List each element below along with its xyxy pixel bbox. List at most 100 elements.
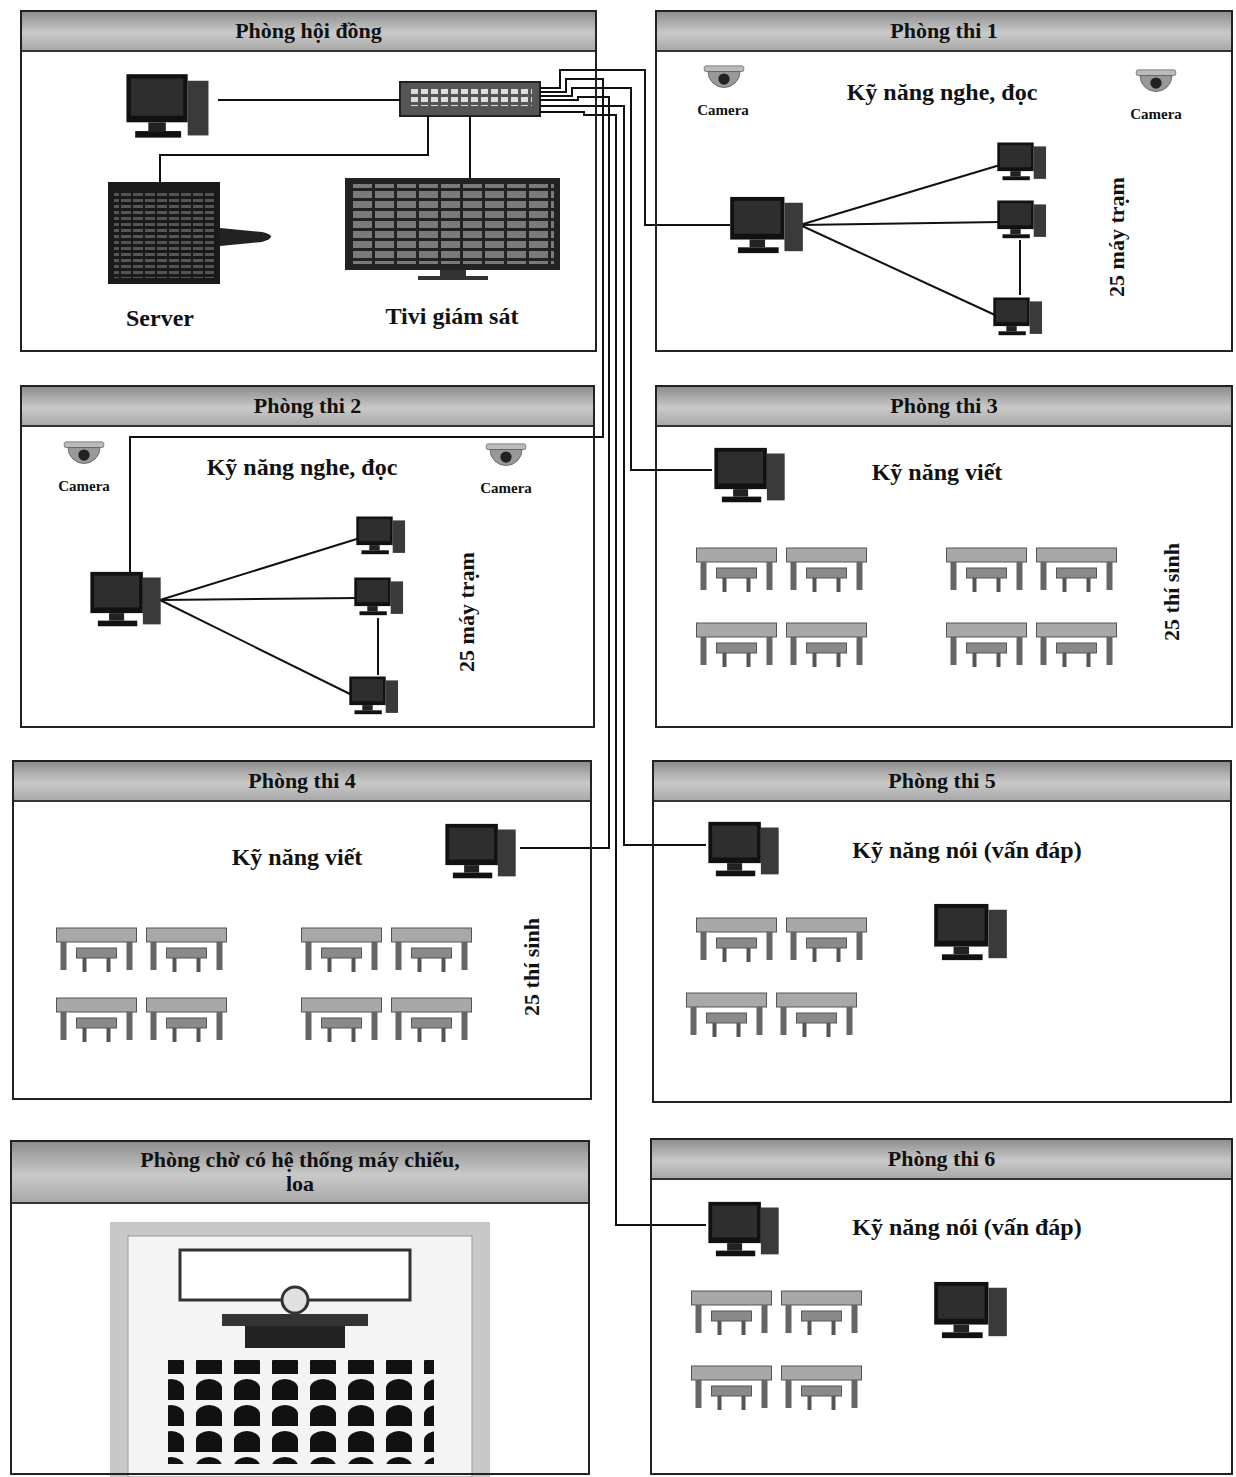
network-cable (596, 88, 656, 470)
audience-seats (168, 1360, 434, 1464)
room-header: Phòng thi 1 (657, 12, 1231, 52)
room-title: Phòng hội đồng (229, 17, 388, 45)
council-wires (160, 70, 597, 182)
server-icon (108, 182, 220, 284)
room-box: Phòng thi 1Kỹ năng nghe, đọc25 máy trạm (655, 10, 1233, 352)
room-header: Phòng thi 2 (22, 387, 593, 427)
desk-icon (697, 548, 867, 592)
tv-stand (440, 270, 466, 276)
room-title: Phòng thi 1 (884, 17, 1004, 45)
room3-wire (655, 469, 712, 471)
camera-icon (486, 444, 526, 466)
council-equipment (108, 70, 597, 284)
lectern (245, 1326, 345, 1348)
desk-icon (947, 548, 1117, 592)
desk-icon (57, 928, 227, 972)
waiting-room-picture (110, 1222, 490, 1477)
tv-grid (351, 184, 554, 264)
room-box: Phòng hội đồng (20, 10, 597, 352)
room-title: Phòng thi 6 (882, 1145, 1002, 1173)
server-door (220, 228, 271, 246)
camera-label: Camera (1130, 106, 1182, 123)
skill-text: Kỹ năng viết (872, 459, 1003, 486)
room3-equipment (655, 448, 1117, 667)
station-computer (354, 578, 403, 616)
room1-equipment (655, 66, 1176, 335)
network-cable (596, 115, 651, 1225)
desk-icon (302, 998, 472, 1042)
tv-screen (345, 178, 560, 270)
camera-icon (1136, 70, 1176, 92)
camera-label: Camera (697, 102, 749, 119)
network-switch (400, 82, 540, 116)
room-box: Phòng thi 4 Kỹ năng viết 25 thí sinh (12, 760, 592, 1100)
camera-label: Camera (480, 480, 532, 497)
computer-icon (126, 74, 208, 137)
presenter-head (282, 1287, 308, 1313)
station-computer (997, 143, 1046, 181)
desk-icon (687, 993, 857, 1037)
network-cable (596, 70, 656, 225)
examiner-computer (934, 1282, 1007, 1338)
computer-icon (708, 1202, 778, 1256)
picture-ground (128, 1236, 472, 1477)
desk-icon (57, 998, 227, 1042)
room-header: Phòng thi 5 (654, 762, 1230, 802)
room2-equipment (64, 437, 595, 714)
desk-icon (697, 623, 867, 667)
skill-text: Kỹ năng viết (232, 844, 363, 871)
tv-stand (418, 276, 488, 280)
station-computer (993, 298, 1042, 336)
desk-icon (947, 623, 1117, 667)
skill-text: Kỹ năng nói (vấn đáp) (852, 837, 1081, 864)
hub-computer (90, 572, 160, 626)
switch-ports (408, 88, 532, 106)
device-caption: Server (126, 305, 194, 332)
presenter-table (222, 1314, 368, 1326)
room5-wire (652, 844, 706, 846)
room-box: Phòng thi 5 Kỹ năng nói (vấn đáp) (652, 760, 1232, 1103)
capacity-text: 25 thí sinh (1159, 543, 1185, 641)
skill-text: Kỹ năng nghe, đọc (847, 79, 1038, 106)
camera-icon (64, 442, 104, 464)
room1-wires (655, 165, 1020, 315)
camera-icon (704, 66, 744, 88)
desk-icon (697, 918, 867, 962)
skill-text: Kỹ năng nói (vấn đáp) (852, 1214, 1081, 1241)
capacity-text: 25 máy trạm (454, 552, 480, 672)
room-title: Phòng thi 3 (884, 392, 1004, 420)
capacity-text: 25 thí sinh (519, 918, 545, 1016)
room-title: Phòng thi 4 (242, 767, 362, 795)
room-box: Phòng thi 6 Kỹ năng nói (vấn đáp) (650, 1138, 1233, 1475)
network-cable (596, 106, 653, 845)
computer-icon (708, 822, 778, 876)
room-header: Phòng thi 3 (657, 387, 1231, 427)
hub-computer (730, 197, 803, 253)
room-box: Phòng thi 2 Kỹ năng nghe, đọc 25 máy trạm (20, 385, 595, 728)
camera-label: Camera (58, 478, 110, 495)
room-box: Phòng chờ có hệ thống máy chiếu, loa (10, 1140, 590, 1475)
room-header: Phòng hội đồng (22, 12, 595, 52)
examiner-computer (934, 904, 1007, 960)
room-header: Phòng thi 6 (652, 1140, 1231, 1180)
room2-wires (130, 437, 595, 695)
computer-icon (445, 824, 515, 878)
room4-wire (520, 847, 592, 849)
picture-frame (110, 1222, 490, 1477)
skill-text: Kỹ năng nghe, đọc (207, 454, 398, 481)
room-title: Phòng thi 2 (248, 392, 368, 420)
station-computer (997, 201, 1046, 239)
room-header: Phòng thi 4 (14, 762, 590, 802)
room-box: Phòng thi 3 Kỹ năng viết 25 thí sinh (655, 385, 1233, 728)
room-header: Phòng chờ có hệ thống máy chiếu, loa (12, 1142, 588, 1204)
room4-equipment (57, 824, 593, 1042)
room-title: Phòng chờ có hệ thống máy chiếu, loa (129, 1146, 471, 1198)
server-slots (114, 190, 214, 278)
device-caption: Tivi giám sát (386, 303, 519, 330)
desk-icon (302, 928, 472, 972)
computer-icon (714, 448, 784, 502)
desk-icon (692, 1366, 862, 1410)
